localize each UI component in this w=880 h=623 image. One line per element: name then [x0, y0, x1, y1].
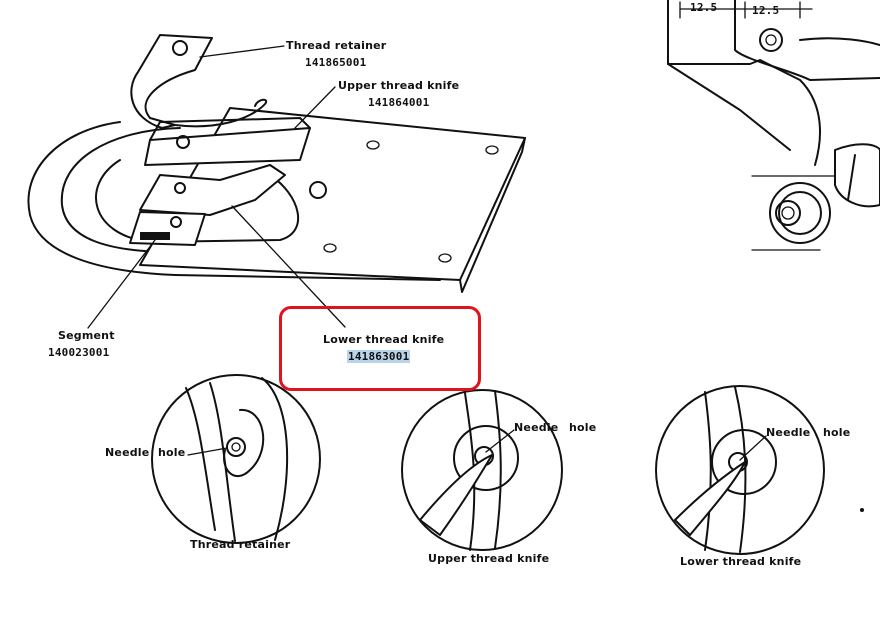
leader-upper-knife: [294, 86, 336, 129]
plate-hole: [323, 243, 337, 253]
hook-race-outline: [60, 127, 181, 253]
cutaway-block: [834, 143, 880, 208]
gear-center: [781, 206, 795, 220]
detail2-caption: Upper thread knife: [428, 552, 550, 565]
needle-hole-circle: [226, 437, 246, 457]
cutaway-bevel: [667, 63, 791, 151]
highlight-box: [279, 306, 481, 391]
segment-screw: [170, 216, 182, 228]
needle-plate-edge: [459, 137, 526, 293]
label-upper-knife: Upper thread knife: [338, 79, 460, 92]
hook-base-outline: [27, 121, 441, 281]
detail-disc: [711, 429, 777, 495]
needle-leader: [739, 435, 767, 461]
leader-segment: [87, 239, 156, 329]
label-upper-knife-part: 141864001: [368, 96, 430, 109]
detail-line: [734, 386, 747, 553]
retainer-hook: [174, 98, 268, 128]
detail-thread-retainer-drawing: [151, 374, 321, 544]
cutaway-screw-inner: [765, 34, 777, 46]
needle-leader: [485, 429, 515, 453]
cutaway-outline: [667, 0, 821, 166]
label-segment-part: 140023001: [48, 346, 110, 359]
gear-outer: [769, 182, 831, 244]
upper-knife-top: [149, 117, 311, 141]
detail-line: [464, 392, 476, 551]
label-thread-retainer-part: 141865001: [305, 56, 367, 69]
lower-knife-hole: [174, 182, 186, 194]
plate-hole: [438, 253, 452, 263]
detail2-needle: Needle: [514, 421, 559, 434]
detail-line: [494, 390, 502, 549]
label-thread-retainer: Thread retainer: [286, 39, 387, 52]
retainer-hole: [172, 40, 188, 56]
detail-line: [704, 391, 712, 551]
thread-retainer-arm: [130, 34, 213, 129]
cutaway-screw-outer: [759, 28, 783, 52]
detail-circle: [151, 374, 321, 544]
label-lower-knife: Lower thread knife: [323, 333, 445, 346]
detail3-needle: Needle: [766, 426, 811, 439]
detail-circle: [655, 385, 825, 555]
segment-block: [129, 211, 206, 246]
knife-blade: [674, 461, 746, 536]
detail3-hole: hole: [823, 426, 851, 439]
dimension-a: 12.5: [690, 1, 718, 14]
plate-hole: [366, 140, 380, 150]
throat-plate-assembly: [27, 34, 526, 293]
segment-slot: [140, 232, 170, 240]
plate-screw: [309, 181, 327, 199]
upper-knife-blade: [144, 127, 311, 166]
detail-loop: [223, 408, 265, 478]
detail-upper-knife-drawing: [401, 389, 563, 551]
upper-knife-hole: [176, 135, 190, 149]
lower-knife-blade: [139, 164, 286, 216]
dimension-b: 12.5: [752, 4, 780, 17]
detail-line: [261, 377, 289, 541]
knife-blade: [419, 454, 493, 536]
right-cutaway: [667, 0, 880, 251]
detail-line: [185, 387, 216, 531]
detail1-needle: Needle: [105, 446, 150, 459]
plate-hole: [485, 145, 499, 155]
detail2-hole: hole: [569, 421, 597, 434]
selected-part-number: 141863001: [347, 350, 411, 363]
leader-thread-retainer: [199, 45, 285, 58]
needle-leader: [187, 447, 228, 456]
cutaway-top-curve: [799, 37, 880, 46]
gear-hub: [775, 200, 801, 226]
detail1-caption: Thread retainer: [190, 538, 291, 551]
cutaway-slot: [847, 154, 856, 201]
needle-hole-dot: [231, 442, 241, 452]
gear-mid: [778, 191, 822, 235]
detail3-caption: Lower thread knife: [680, 555, 802, 568]
detail1-hole: hole: [158, 446, 186, 459]
speck: [860, 508, 864, 512]
detail-lower-knife-drawing: [655, 385, 825, 555]
cutaway-arm: [734, 0, 880, 81]
label-lower-knife-part[interactable]: 141863001: [347, 350, 411, 363]
detail-disc: [453, 425, 519, 491]
label-segment: Segment: [58, 329, 115, 342]
detail-circle: [401, 389, 563, 551]
